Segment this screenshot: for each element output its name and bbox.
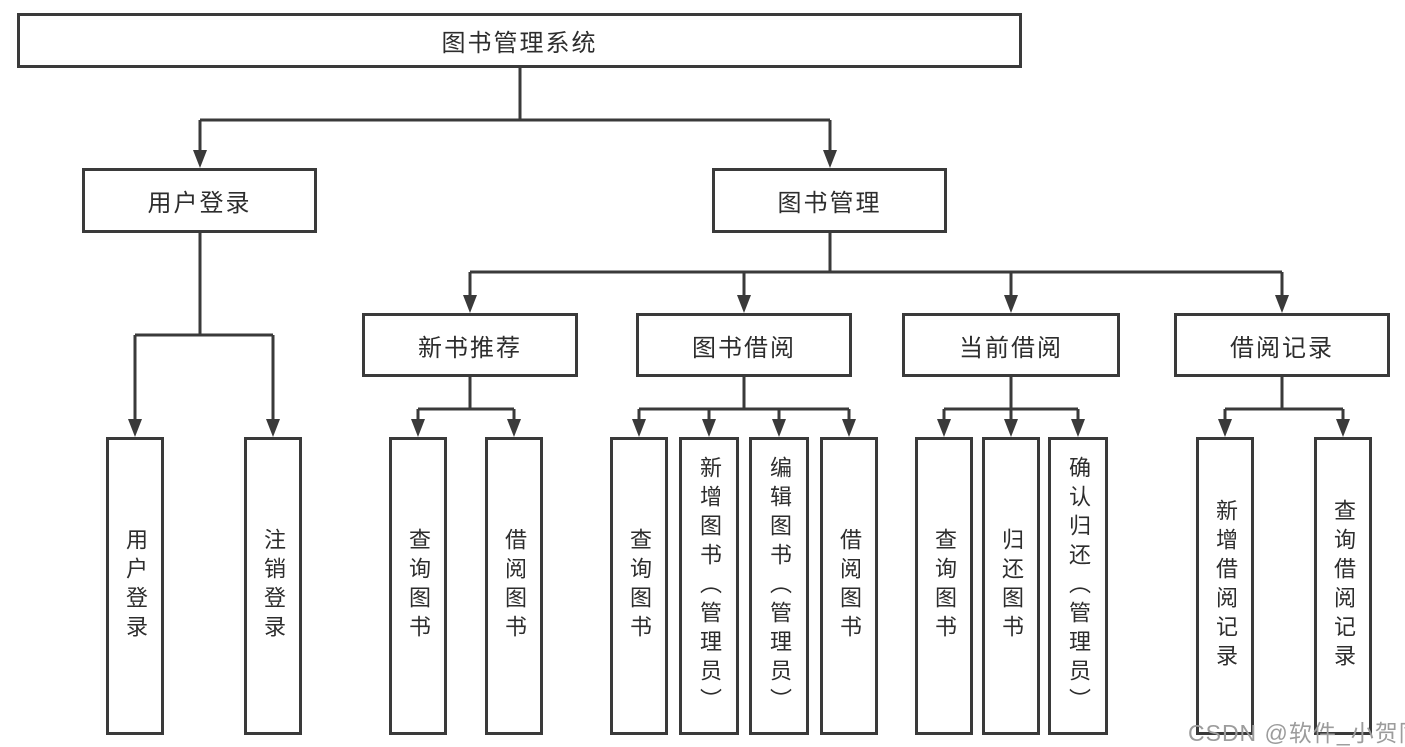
node-library-system: 图书管理系统 xyxy=(17,13,1022,68)
node-label: 用户登录 xyxy=(123,528,148,644)
arrowhead xyxy=(1218,419,1350,437)
node-current-borrow: 当前借阅 xyxy=(902,313,1120,377)
connector-line xyxy=(468,233,1284,299)
node-borrow-records: 借阅记录 xyxy=(1174,313,1390,377)
arrowhead xyxy=(632,419,856,437)
leaf-user-login: 用户登录 xyxy=(106,437,164,735)
connector-line xyxy=(133,233,275,423)
connector-line xyxy=(198,68,832,154)
node-label: 确认归还（管理员） xyxy=(1066,455,1091,717)
node-label: 图书借阅 xyxy=(692,334,796,362)
connector-line xyxy=(637,377,851,423)
node-label: 借阅记录 xyxy=(1230,334,1334,362)
connector-new-book-recommend-to-leaves xyxy=(411,377,521,437)
node-label: 图书管理系统 xyxy=(441,30,598,57)
node-user-login: 用户登录 xyxy=(82,168,317,233)
leaf-return-books: 归还图书 xyxy=(982,437,1040,735)
node-new-book-recommend: 新书推荐 xyxy=(362,313,578,377)
node-label: 查询借阅记录 xyxy=(1331,499,1356,673)
connector-borrow-records-to-leaves xyxy=(1218,377,1350,437)
node-label: 查询图书 xyxy=(627,528,652,644)
arrowhead xyxy=(411,419,521,437)
leaf-edit-book-admin: 编辑图书（管理员） xyxy=(749,437,809,735)
node-label: 注销登录 xyxy=(261,528,286,644)
connector-line xyxy=(1223,377,1345,423)
node-label: 新增图书（管理员） xyxy=(697,455,722,717)
watermark: CSDN @软件_小贺同学 xyxy=(1188,720,1405,746)
node-label: 归还图书 xyxy=(999,528,1024,644)
connector-root-to-level2 xyxy=(193,68,837,168)
leaf-confirm-return-admin: 确认归还（管理员） xyxy=(1048,437,1108,735)
leaf-query-books-recommend: 查询图书 xyxy=(389,437,447,735)
node-book-management: 图书管理 xyxy=(712,168,947,233)
node-label: 编辑图书（管理员） xyxy=(767,455,792,717)
leaf-logout: 注销登录 xyxy=(244,437,302,735)
node-label: 新书推荐 xyxy=(418,334,522,362)
connector-line xyxy=(942,377,1080,423)
node-label: 借阅图书 xyxy=(837,528,862,644)
leaf-add-book-admin: 新增图书（管理员） xyxy=(679,437,739,735)
node-label: 借阅图书 xyxy=(502,528,527,644)
node-label: 用户登录 xyxy=(147,190,252,217)
leaf-query-books-current: 查询图书 xyxy=(915,437,973,735)
node-label: 当前借阅 xyxy=(959,334,1063,362)
leaf-borrow-books-borrow: 借阅图书 xyxy=(820,437,878,735)
connector-current-borrow-to-leaves xyxy=(937,377,1085,437)
node-label: 图书管理 xyxy=(777,190,882,217)
connector-user-login-to-leaves xyxy=(128,233,280,437)
node-book-borrow: 图书借阅 xyxy=(636,313,852,377)
connector-book-borrow-to-leaves xyxy=(632,377,856,437)
arrowhead xyxy=(193,150,837,168)
node-label: 查询图书 xyxy=(932,528,957,644)
connector-book-management-to-level3 xyxy=(463,233,1289,313)
leaf-query-books-borrow: 查询图书 xyxy=(610,437,668,735)
arrowhead xyxy=(937,419,1085,437)
connector-line xyxy=(416,377,516,423)
arrowhead xyxy=(463,295,1289,313)
arrowhead xyxy=(128,419,280,437)
node-label: 查询图书 xyxy=(406,528,431,644)
node-label: 新增借阅记录 xyxy=(1213,499,1238,673)
leaf-borrow-books-recommend: 借阅图书 xyxy=(485,437,543,735)
leaf-query-borrow-record: 查询借阅记录 xyxy=(1314,437,1372,735)
leaf-add-borrow-record: 新增借阅记录 xyxy=(1196,437,1254,735)
